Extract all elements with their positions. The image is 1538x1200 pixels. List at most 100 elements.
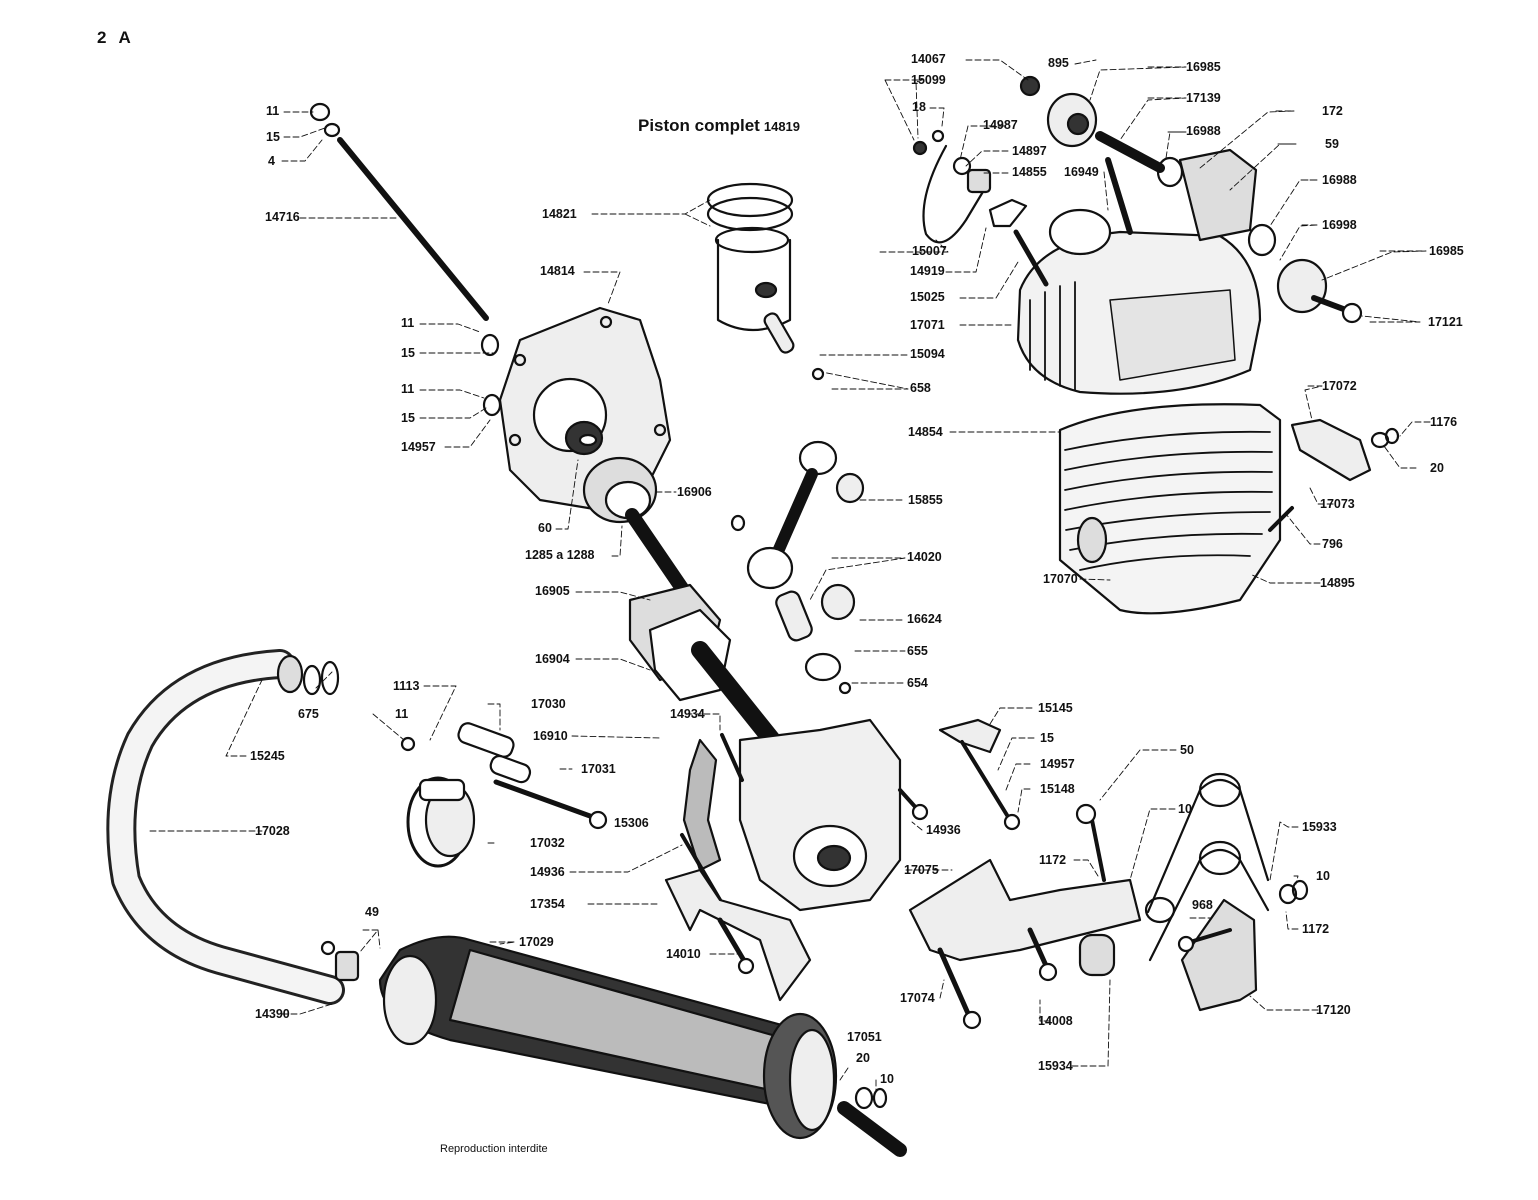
callout-label: 20	[1430, 461, 1444, 475]
engine-mounts	[664, 803, 1142, 1030]
callout-label: 14008	[1038, 1014, 1073, 1028]
clamp-17032	[400, 722, 608, 868]
callout-label: 17120	[1316, 1003, 1351, 1017]
callout-label: 15	[266, 130, 280, 144]
callout-label: 16906	[677, 485, 712, 499]
callout-label: 14010	[666, 947, 701, 961]
callout-label: 1285 a 1288	[525, 548, 595, 562]
callout-label: 17032	[530, 836, 565, 850]
callout-label: 14957	[1040, 757, 1075, 771]
callout-label: 50	[1180, 743, 1194, 757]
callout-label: 968	[1192, 898, 1213, 912]
callout-label: 16904	[535, 652, 570, 666]
callout-label: 15855	[908, 493, 943, 507]
callout-label: 15933	[1302, 820, 1337, 834]
callout-label: 658	[910, 381, 931, 395]
callout-label: 10	[1178, 802, 1192, 816]
callout-label: 14020	[907, 550, 942, 564]
callout-label: 17075	[904, 863, 939, 877]
crankcase-right	[680, 718, 902, 912]
callout-label: 16988	[1322, 173, 1357, 187]
callout-label: 15306	[614, 816, 649, 830]
page-id: 2 A	[97, 28, 135, 47]
callout-label: 15	[401, 411, 415, 425]
callout-label: 14936	[926, 823, 961, 837]
callout-label: 16905	[535, 584, 570, 598]
callout-label: 14854	[908, 425, 943, 439]
callout-label: 17074	[900, 991, 935, 1005]
callout-label: 49	[365, 905, 379, 919]
callout-label: 16998	[1322, 218, 1357, 232]
callout-label: 11	[266, 104, 280, 118]
bearing-16906	[582, 456, 658, 524]
spring-clip-15007	[912, 129, 1028, 244]
callout-label: 14855	[1012, 165, 1047, 179]
callout-label: 17073	[1320, 497, 1355, 511]
callout-label: 895	[1048, 56, 1069, 70]
callout-label: 14895	[1320, 576, 1355, 590]
callout-label: 17031	[581, 762, 616, 776]
callout-label: 15145	[1038, 701, 1073, 715]
callout-label: 4	[268, 154, 275, 168]
callout-label: 17028	[255, 824, 290, 838]
callout-label: 15245	[250, 749, 285, 763]
connecting-rod-14020	[730, 440, 865, 695]
callout-label: 17070	[1043, 572, 1078, 586]
callout-label: 14897	[1012, 144, 1047, 158]
callout-label: 14957	[401, 440, 436, 454]
callout-label: 16985	[1429, 244, 1464, 258]
callout-label: 17121	[1428, 315, 1463, 329]
callout-label: 172	[1322, 104, 1343, 118]
callout-label: 14987	[983, 118, 1018, 132]
stud-14716	[309, 102, 489, 321]
callout-label: 15	[401, 346, 415, 360]
callout-label: 1172	[1039, 853, 1067, 867]
silencer-17029	[320, 935, 907, 1157]
cylinder-head-17071	[1013, 157, 1262, 395]
callout-label: 20	[856, 1051, 870, 1065]
callout-label: 14936	[530, 865, 565, 879]
piston-14821	[706, 182, 825, 381]
callout-label: 17030	[531, 697, 566, 711]
callout-label: 655	[907, 644, 928, 658]
callout-label: 14934	[670, 707, 705, 721]
callout-label: 14814	[540, 264, 575, 278]
callout-label: 675	[298, 707, 319, 721]
callout-label: 17051	[847, 1030, 882, 1044]
callout-label: 15094	[910, 347, 945, 361]
decompressor-assembly	[1019, 75, 1363, 324]
callout-label: 17071	[910, 318, 945, 332]
callout-label: 15025	[910, 290, 945, 304]
callout-label: 11	[401, 382, 415, 396]
callout-label: 17029	[519, 935, 554, 949]
callout-label: 796	[1322, 537, 1343, 551]
callout-label: 15	[1040, 731, 1054, 745]
title-text: Piston complet	[638, 116, 760, 135]
callout-label: 11	[401, 316, 415, 330]
callout-label: 16985	[1186, 60, 1221, 74]
callout-label: 11	[395, 707, 409, 721]
callout-label: 17139	[1186, 91, 1221, 105]
callout-label: 14067	[911, 52, 946, 66]
callout-label: 15934	[1038, 1059, 1073, 1073]
callout-label: 17354	[530, 897, 565, 911]
callout-label: 15148	[1040, 782, 1075, 796]
cylinder-17070	[1058, 403, 1294, 615]
callout-label: 15099	[911, 73, 946, 87]
stud-15145	[898, 718, 1021, 831]
callout-label: 16910	[533, 729, 568, 743]
callout-label: 17072	[1322, 379, 1357, 393]
intake-flange-17072	[1290, 418, 1400, 482]
callout-label: 14919	[910, 264, 945, 278]
footer-note: Reproduction interdite	[440, 1143, 548, 1155]
callout-label: 14390	[255, 1007, 290, 1021]
callout-label: 16988	[1186, 124, 1221, 138]
callout-label: 14716	[265, 210, 300, 224]
callout-label: 10	[1316, 869, 1330, 883]
exhaust-pipe-17028	[106, 649, 345, 1005]
callout-label: 654	[907, 676, 928, 690]
callout-label: 1172	[1302, 922, 1330, 936]
callout-label: 60	[538, 521, 552, 535]
